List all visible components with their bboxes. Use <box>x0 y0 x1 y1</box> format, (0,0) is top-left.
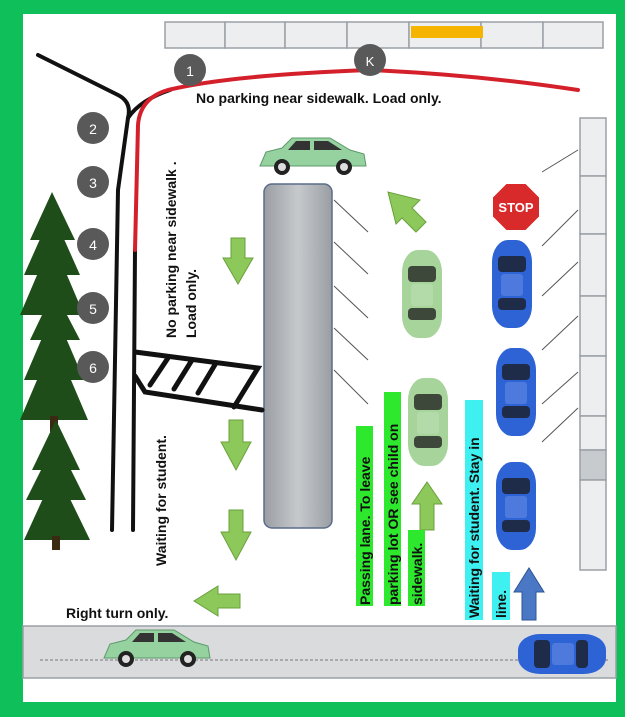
green-arrow-diagonal <box>387 191 427 233</box>
label-side-sidewalk-1: No parking near sidewalk . <box>163 161 179 338</box>
center-island <box>263 183 333 529</box>
label-passing-2: parking lot OR see child on <box>385 424 401 605</box>
label-passing-1: Passing lane. To leave <box>357 456 373 605</box>
stop-sign-icon: STOP <box>491 182 541 232</box>
passing-highlight-2 <box>384 392 401 606</box>
label-waiting-right-1: Waiting for student. Stay in <box>466 437 482 618</box>
blue-car-2 <box>496 348 536 436</box>
label-side-sidewalk-2: Load only. <box>183 269 199 338</box>
marker-k: K <box>354 44 386 76</box>
marker-1: 1 <box>174 54 206 86</box>
green-arrow-down-3 <box>220 509 252 562</box>
marker-4: 4 <box>77 228 109 260</box>
marker-5: 5 <box>77 292 109 324</box>
green-arrow-left <box>193 585 241 617</box>
green-arrow-up <box>411 481 443 531</box>
green-arrow-down-1 <box>222 237 254 286</box>
left-angled-stalls <box>132 349 265 413</box>
label-passing-3: sidewalk. <box>409 543 425 605</box>
passing-highlight-1 <box>356 426 373 606</box>
tree-top <box>20 192 84 330</box>
right-parking-lines <box>541 149 579 443</box>
blue-car-3 <box>496 462 536 550</box>
svg-text:K: K <box>366 54 375 69</box>
green-arrow-down-2 <box>220 419 252 472</box>
svg-text:3: 3 <box>89 175 97 191</box>
tree-middle <box>20 290 88 432</box>
svg-text:STOP: STOP <box>498 200 533 215</box>
svg-text:6: 6 <box>89 360 97 376</box>
top-sidewalk <box>164 21 604 49</box>
passing-highlight-3 <box>408 530 425 606</box>
label-top-sidewalk: No parking near sidewalk. Load only. <box>196 90 442 106</box>
tree-bottom <box>24 420 90 550</box>
waiting-highlight-1 <box>465 400 483 620</box>
island-parking-lines <box>333 199 369 405</box>
label-right-turn: Right turn only. <box>66 605 168 621</box>
svg-text:5: 5 <box>89 301 97 317</box>
svg-text:4: 4 <box>89 237 97 253</box>
marker-2: 2 <box>77 112 109 144</box>
label-waiting-right-2: line. <box>493 590 509 618</box>
marker-3: 3 <box>77 166 109 198</box>
svg-text:1: 1 <box>186 63 194 79</box>
marker-6: 6 <box>77 351 109 383</box>
blue-car-street <box>518 634 606 674</box>
right-sidewalk <box>579 117 607 571</box>
svg-text:2: 2 <box>89 121 97 137</box>
yellow-curb-marker <box>411 26 483 38</box>
red-no-parking-curb <box>133 67 580 252</box>
waiting-highlight-2 <box>492 572 510 620</box>
blue-car-1 <box>492 240 532 328</box>
blue-arrow-up <box>513 567 545 621</box>
green-car-passing-2 <box>408 378 448 466</box>
label-waiting-left: Waiting for student. <box>153 435 169 566</box>
green-car-passing-1 <box>402 250 442 338</box>
